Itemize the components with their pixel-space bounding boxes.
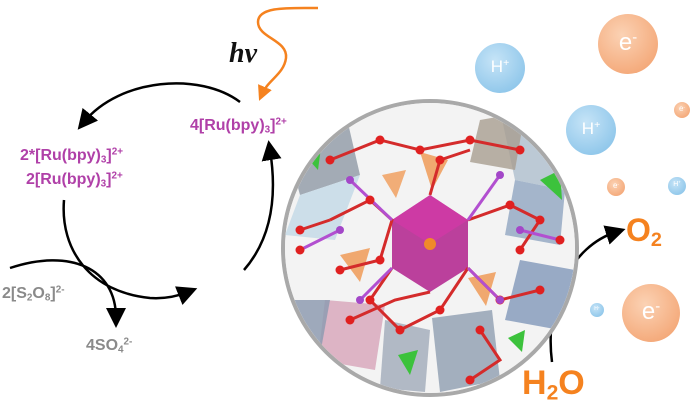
proton-bubble-large-top <box>475 43 525 93</box>
electron-base: e <box>678 104 684 113</box>
persulfate-mid: O <box>32 285 45 302</box>
electron-bubble-small-mid <box>607 178 625 196</box>
proton-sup: + <box>503 57 510 70</box>
proton-bubble-small <box>668 177 686 195</box>
electron-base: e <box>641 298 656 325</box>
proton-sup: + <box>594 119 601 132</box>
photon-wave-arrow <box>256 6 319 101</box>
sulfate-pre: 4SO <box>86 337 119 354</box>
photon-text: hν <box>229 38 257 69</box>
sulfate-label: 4SO42- <box>86 336 132 356</box>
proton-bubble-large-mid <box>566 105 616 155</box>
oxygen-main: O <box>626 212 651 248</box>
photon-label: hν <box>229 38 257 70</box>
proton-sup: + <box>678 179 681 185</box>
persulfate-sub1: 2 <box>26 292 33 304</box>
electron-text-small-mid: e- <box>607 181 625 190</box>
ru4-pre: 4[Ru(bpy) <box>190 117 265 134</box>
electron-bubble-large-top <box>598 14 658 74</box>
persulfate-sub2: 8 <box>44 292 51 304</box>
persulfate-arrow <box>9 259 126 328</box>
water-label: H2O <box>522 364 585 405</box>
persulfate-label: 2[S2O8]2- <box>2 284 65 304</box>
persulfate-post: ] <box>50 285 56 302</box>
sulfate-sub: 4 <box>118 344 124 356</box>
ru-pre: 2[Ru(bpy) <box>26 171 101 188</box>
persulfate-pre: 2[S <box>2 285 27 302</box>
water-sub: 2 <box>546 381 559 405</box>
water-post: O <box>558 364 585 402</box>
water-pre: H <box>522 364 547 402</box>
ru-sub: 3 <box>100 178 107 190</box>
electron-sup: - <box>655 298 661 315</box>
ru-ground-label: 2[Ru(bpy)3]2+ <box>26 170 123 190</box>
electron-sup: - <box>632 29 638 46</box>
persulfate-sup: 2- <box>55 284 65 296</box>
proton-text-large-top: H+ <box>475 57 525 77</box>
electron-sup: - <box>617 182 620 188</box>
ru-excited-post: ] <box>106 147 112 164</box>
cycle-arrow-top <box>77 82 241 130</box>
oxygen-sub: 2 <box>650 228 662 251</box>
cycle-arrow-left <box>62 199 198 305</box>
electron-text-small-right: e- <box>674 104 690 113</box>
electron-text-large-top: e- <box>598 29 658 57</box>
ru4-post: ] <box>270 117 276 134</box>
sulfate-sup: 2- <box>123 336 133 348</box>
proton-bubble-tiny <box>590 303 604 317</box>
electron-base: e <box>618 29 633 56</box>
electron-sup: - <box>683 105 686 111</box>
proton-text-large-mid: H+ <box>566 119 616 139</box>
ru-excited-label: 2*[Ru(bpy)3]2+ <box>20 146 123 166</box>
electron-bubble-large-bottom <box>622 284 680 342</box>
ru-post: ] <box>106 171 112 188</box>
proton-text-tiny: H+ <box>589 306 605 312</box>
proton-text-small: H+ <box>668 179 686 188</box>
ru-excited-sup: 2+ <box>111 146 124 158</box>
ru-sup: 2+ <box>111 170 123 182</box>
catalyst-structure <box>281 99 579 397</box>
electron-bubble-small-right <box>674 102 690 118</box>
electron-base: e <box>612 181 618 190</box>
ru4-sup: 2+ <box>275 116 287 128</box>
proton-base: H <box>581 119 595 138</box>
electron-text-large-bottom: e- <box>622 298 680 326</box>
proton-sup: + <box>597 305 600 310</box>
proton-base: H <box>490 57 504 76</box>
ru-excited-sub: 3 <box>100 154 107 166</box>
cycle-arrow-right <box>243 140 282 271</box>
ru-excited-pre: 2*[Ru(bpy) <box>20 147 101 164</box>
ru4-sub: 3 <box>264 124 271 136</box>
proton-base: H <box>673 181 679 188</box>
proton-base: H <box>594 306 598 312</box>
oxygen-label: O2 <box>626 212 662 251</box>
ru-4-label: 4[Ru(bpy)3]2+ <box>190 116 287 136</box>
